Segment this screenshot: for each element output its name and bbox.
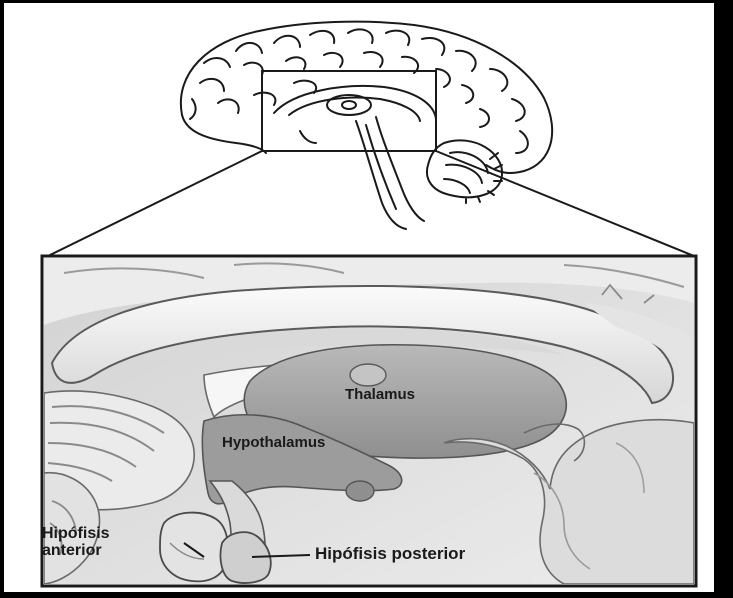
enlarged-view [40,254,698,588]
corpus-callosum [50,285,674,405]
frontal-lobe-curve [44,390,195,511]
cortex-underside [181,114,267,154]
label-thalamus: Thalamus [345,386,416,403]
posterior-pituitary [219,531,272,584]
diagram-panel: Thalamus Hypothalamus Hipófisis anterior… [4,3,714,592]
callosum-outline [273,85,437,120]
interthalamic-adhesion [349,363,387,387]
zoom-rectangle [261,70,437,152]
brain-illustration [40,20,698,588]
cortex-outline [179,20,554,174]
whole-brain-drawing [179,20,554,230]
mammillary-body [345,480,375,502]
cerebellum-outline [426,139,504,199]
brainstem [443,418,694,584]
label-anterior-pituitary-line2: anterior [42,542,102,559]
leader-posterior [251,554,311,558]
brainstem-outline [355,120,407,230]
zoom-line-left [47,150,263,257]
thalamus-mini [326,94,372,116]
label-anterior-pituitary-line1: Hipófisis [42,525,110,542]
leader-anterior [183,542,205,558]
label-posterior-pituitary: Hipófisis posterior [315,544,466,563]
zoom-line-right [435,150,695,257]
label-hypothalamus: Hypothalamus [222,434,326,451]
anterior-pituitary [159,511,229,583]
